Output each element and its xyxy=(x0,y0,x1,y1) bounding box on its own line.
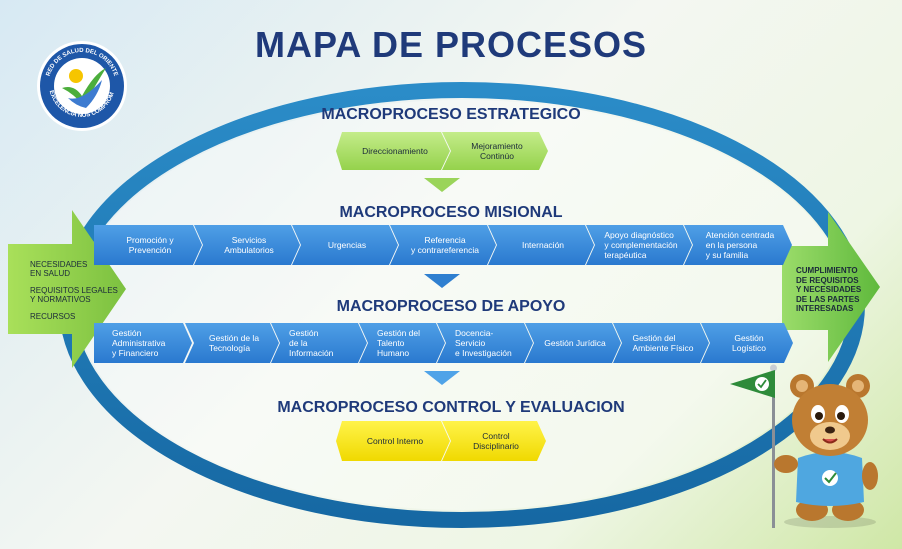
output-arrow xyxy=(782,212,880,362)
red-salud-logo: RED DE SALUD DEL ORIENTE LA EXCELENCIA N… xyxy=(36,40,127,131)
chevron-gestion-juridica: Gestión Jurídica xyxy=(525,323,621,363)
section-title-estrategico: MACROPROCESO ESTRATEGICO xyxy=(321,106,581,123)
chevron-promocion-prevencion: Promoción y Prevención xyxy=(94,225,202,265)
input-recursos: RECURSOS xyxy=(30,312,76,321)
chevron-gestion-logistico: Gestión Logístico xyxy=(701,323,793,363)
output-cumplimiento: CUMPLIMIENTO DE REQUISITOS Y NECESIDADES… xyxy=(796,266,862,314)
page-title: MAPA DE PROCESOS xyxy=(254,24,648,65)
chevron-urgencias: Urgencias xyxy=(292,225,398,265)
chevron-control-interno: Control Interno xyxy=(336,421,450,461)
chevron-gestion-administrativa: Gestión Administrativa y Financiero xyxy=(94,323,192,363)
chevron-servicios-ambulatorios: Servicios Ambulatorios xyxy=(194,225,300,265)
chevron-referencia: Referencia y contrareferencia xyxy=(390,225,496,265)
chevron-talento-humano: Gestión del Talento Humano xyxy=(359,323,445,363)
section-title-control: MACROPROCESO CONTROL Y EVALUACION xyxy=(277,399,625,416)
input-requisitos: REQUISITOS LEGALES Y NORMATIVOS xyxy=(30,286,118,305)
down-arrow-icon xyxy=(424,178,460,192)
chevron-apoyo-diagnostico: Apoyo diagnóstico y complementación tera… xyxy=(586,225,692,265)
chevron-control-disciplinario: Control Disciplinario xyxy=(442,421,546,461)
input-necesidades: NECESIDADES EN SALUD xyxy=(30,260,88,279)
chevron-direccionamiento: Direccionamiento xyxy=(336,132,450,170)
chevron-gestion-tecnologia: Gestión de la Tecnología xyxy=(185,323,279,363)
chevron-internacion: Internación xyxy=(488,225,594,265)
chevron-docencia-servicio: Docencia-Servicio e Investigación xyxy=(437,323,533,363)
down-arrow-icon xyxy=(424,274,460,288)
chevron-ambiente-fisico: Gestión del Ambiente Físico xyxy=(613,323,709,363)
chevron-gestion-informacion: Gestión de la Información xyxy=(271,323,367,363)
down-arrow-icon xyxy=(424,371,460,385)
chevron-mejoramiento-continuo: Mejoramiento Continúo xyxy=(442,132,548,170)
bear-mascot-icon xyxy=(730,364,878,528)
chevron-atencion-centrada: Atención centrada en la persona y su fam… xyxy=(684,225,792,265)
section-title-apoyo: MACROPROCESO DE APOYO xyxy=(336,298,566,315)
section-title-misional: MACROPROCESO MISIONAL xyxy=(339,204,563,221)
